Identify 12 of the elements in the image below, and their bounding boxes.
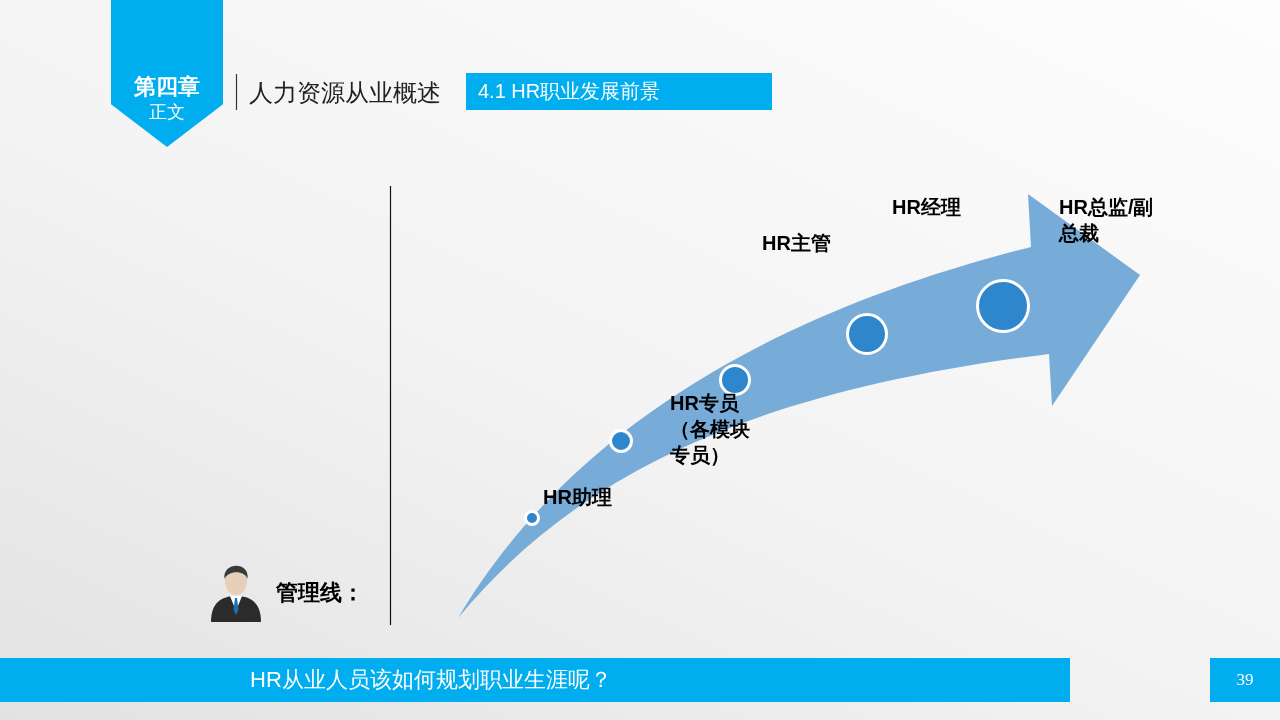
- milestone-circle: [609, 429, 633, 453]
- slide-title: 人力资源从业概述: [249, 78, 441, 108]
- level-label: HR经理: [892, 195, 962, 220]
- footer-banner: HR从业人员该如何规划职业生涯呢？: [0, 658, 1070, 702]
- page-number: 39: [1210, 658, 1280, 702]
- chapter-label: 正文: [148, 101, 186, 123]
- role-line-label: 管理线：: [276, 579, 365, 607]
- level-label: HR主管: [762, 231, 832, 256]
- chapter-badge: [111, 0, 223, 147]
- section-tag: 4.1 HR职业发展前景: [466, 73, 772, 110]
- level-label: HR总监/副总裁: [1059, 195, 1155, 246]
- chapter-number: 第四章: [133, 73, 201, 101]
